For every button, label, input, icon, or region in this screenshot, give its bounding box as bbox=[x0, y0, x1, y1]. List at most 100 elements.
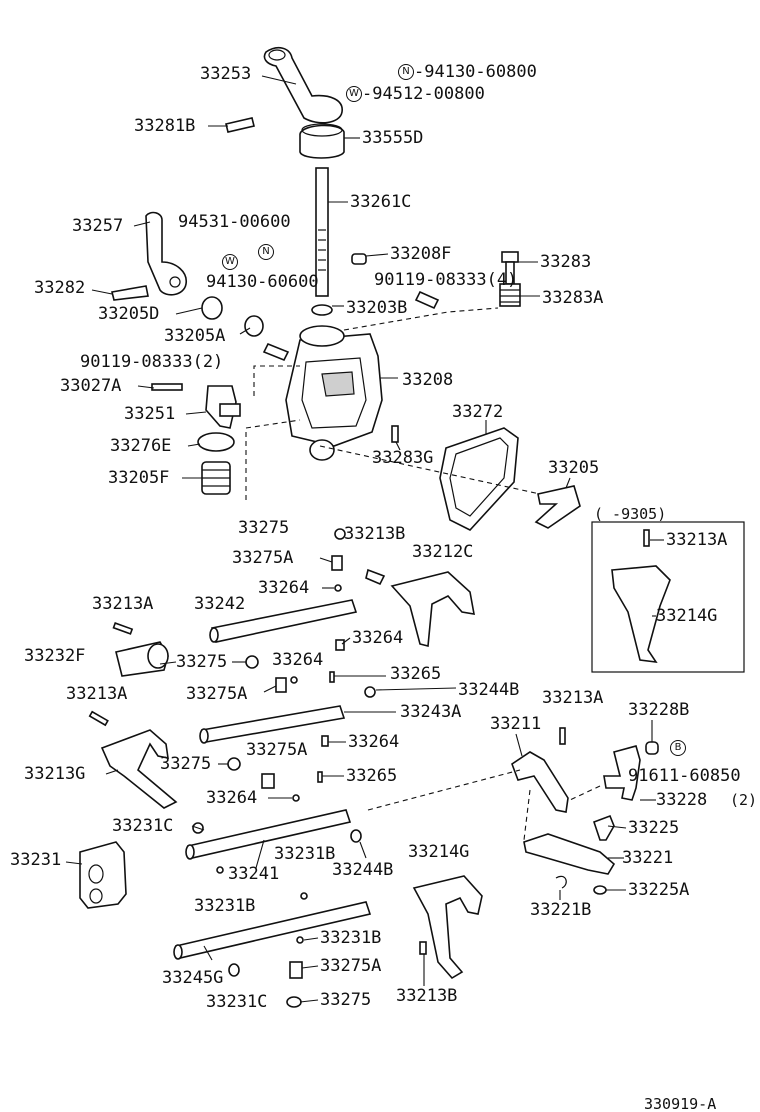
fork-33214g-b bbox=[412, 875, 483, 980]
callout-33228: 33228 bbox=[656, 790, 708, 810]
ball-33264 bbox=[334, 584, 342, 592]
seal-33205a bbox=[244, 315, 264, 337]
bolt-33282 bbox=[111, 285, 149, 301]
callout-33231c-b: 33231C bbox=[206, 992, 268, 1012]
spring-33275a-c bbox=[261, 773, 275, 789]
ball-33275-d bbox=[286, 996, 302, 1008]
fork-33212c bbox=[390, 571, 475, 648]
ball-33231b-a bbox=[216, 866, 224, 874]
callout-33272: 33272 bbox=[452, 402, 504, 422]
b-symbol-icon: B bbox=[670, 740, 686, 756]
hardware-90119-08333-4: 90119-08333(4) bbox=[374, 270, 518, 290]
hardware-94130-60800: -94130-60800 bbox=[414, 62, 537, 82]
callout-33275a-a: 33275A bbox=[232, 548, 294, 568]
callout-33213b-a: 33213B bbox=[344, 524, 406, 544]
range-note: ( -9305) bbox=[594, 505, 667, 523]
bolt-90119-4 bbox=[414, 290, 440, 310]
callout-33213a-c: 33213A bbox=[66, 684, 128, 704]
hardware-91611-60850: 91611-60850 bbox=[628, 766, 741, 786]
callout-33264-a: 33264 bbox=[258, 578, 310, 598]
ball-33264-e bbox=[292, 794, 300, 802]
callout-33264-c: 33264 bbox=[272, 650, 324, 670]
bolt-90119-2 bbox=[262, 342, 290, 362]
callout-33242: 33242 bbox=[194, 594, 246, 614]
ball-33264-c bbox=[290, 676, 298, 684]
hardware-94531-00600: 94531-00600 bbox=[178, 212, 291, 232]
shift-rod-33242 bbox=[209, 599, 358, 643]
plate-33221 bbox=[523, 833, 616, 875]
callout-33265-a: 33265 bbox=[390, 664, 442, 684]
callout-33231b-a: 33231B bbox=[274, 844, 336, 864]
callout-33221b: 33221B bbox=[530, 900, 592, 920]
callout-33225: 33225 bbox=[628, 818, 680, 838]
shift-housing bbox=[285, 325, 383, 461]
callout-33214g-b: 33214G bbox=[408, 842, 470, 862]
ball-33275-b bbox=[245, 655, 259, 669]
callout-33208f: 33208F bbox=[390, 244, 452, 264]
leader-lines bbox=[65, 75, 664, 1003]
pin-33027a bbox=[151, 383, 183, 391]
pin-33213a-c bbox=[88, 710, 109, 727]
fork-33214g-inset bbox=[611, 565, 671, 664]
fork-33213g bbox=[100, 729, 178, 809]
callout-33244b-b: 33244B bbox=[332, 860, 394, 880]
shift-rod-33245g bbox=[173, 901, 372, 960]
callout-33245g: 33245G bbox=[162, 968, 224, 988]
callout-33213a-d: 33213A bbox=[542, 688, 604, 708]
bushing-33228b bbox=[645, 741, 659, 755]
callout-33231b-b: 33231B bbox=[194, 896, 256, 916]
shift-rod-33241 bbox=[185, 809, 352, 860]
shift-boot bbox=[299, 123, 345, 159]
w-symbol-icon: W bbox=[222, 254, 238, 270]
shift-rod-33243a bbox=[199, 705, 346, 744]
callout-33275-d: 33275 bbox=[320, 990, 372, 1010]
callout-33275a-d: 33275A bbox=[320, 956, 382, 976]
block-33232f bbox=[115, 641, 169, 677]
clip-33221b bbox=[555, 875, 567, 889]
spring-33205f bbox=[201, 461, 231, 495]
hardware-90119-08333-2: 90119-08333(2) bbox=[80, 352, 224, 372]
callout-33283: 33283 bbox=[540, 252, 592, 272]
ball-33231b-b bbox=[300, 892, 308, 900]
hardware-qty: (2) bbox=[730, 791, 758, 809]
hardware-94512-00800: -94512-00800 bbox=[362, 84, 485, 104]
hardware-94130-60600: 94130-60600 bbox=[206, 272, 319, 292]
callout-33205a: 33205A bbox=[164, 326, 226, 346]
spring-33275a bbox=[331, 555, 343, 571]
bushing-33203b bbox=[311, 304, 333, 316]
lever-33205 bbox=[534, 485, 581, 529]
pin-33213a-d bbox=[559, 727, 566, 745]
callout-33555d: 33555D bbox=[362, 128, 424, 148]
ball-33231b-c bbox=[296, 936, 304, 944]
callout-33276e: 33276E bbox=[110, 436, 172, 456]
callout-33231: 33231 bbox=[10, 850, 62, 870]
callout-33214g-inset: 33214G bbox=[656, 606, 718, 626]
callout-33231b-c: 33231B bbox=[320, 928, 382, 948]
ball-33275-c bbox=[227, 757, 241, 771]
n-symbol-icon: N bbox=[258, 244, 274, 260]
callout-33261c: 33261C bbox=[350, 192, 412, 212]
washer-33205d bbox=[201, 296, 223, 320]
callout-33225a: 33225A bbox=[628, 880, 690, 900]
callout-33264-d: 33264 bbox=[348, 732, 400, 752]
snap-ring-33231c-b bbox=[228, 963, 240, 977]
alignment-guides bbox=[245, 307, 601, 841]
callout-33283a: 33283A bbox=[542, 288, 604, 308]
bracket-33251 bbox=[205, 385, 241, 429]
lever-33211 bbox=[511, 751, 569, 813]
pin-33225 bbox=[592, 814, 615, 841]
pin-33213b-b bbox=[419, 941, 427, 955]
shift-shaft bbox=[315, 167, 329, 297]
callout-33213g: 33213G bbox=[24, 764, 86, 784]
bolt-33213b bbox=[365, 568, 386, 586]
lever-33228 bbox=[603, 745, 641, 801]
callout-33027a: 33027A bbox=[60, 376, 122, 396]
callout-33211: 33211 bbox=[490, 714, 542, 734]
pin-33264-b bbox=[335, 639, 345, 651]
callout-33281b: 33281B bbox=[134, 116, 196, 136]
callout-33232f: 33232F bbox=[24, 646, 86, 666]
figure-code: 330919-A bbox=[644, 1095, 717, 1112]
callout-33244b-a: 33244B bbox=[458, 680, 520, 700]
